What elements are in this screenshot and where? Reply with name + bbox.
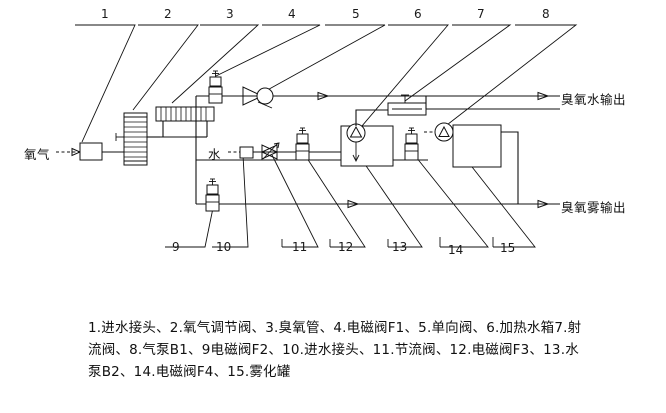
callout-number-12: 12 — [338, 240, 354, 254]
label-ozone-water-output: 臭氧水输出 — [561, 92, 627, 107]
component-9-solenoid-valve-f2 — [205, 178, 220, 212]
callout-number-11: 11 — [292, 240, 308, 254]
component-11-throttle-valve — [260, 142, 280, 160]
callout-number-10: 10 — [216, 240, 232, 254]
callout-number-4: 4 — [288, 7, 296, 21]
label-oxygen-inlet: 氧气 — [24, 147, 51, 162]
label-water-inlet: 水 — [208, 147, 222, 162]
component-1-inlet-fitting — [79, 142, 125, 161]
callout-number-2: 2 — [164, 7, 172, 21]
schematic-drawing — [56, 24, 578, 248]
component-5-check-valve — [242, 86, 274, 109]
component-3-ozone-tube — [155, 106, 215, 138]
component-6-heating-water-tank — [196, 109, 428, 167]
component-2-oxygen-regulating-valve — [115, 112, 160, 166]
callout-number-3: 3 — [226, 7, 234, 21]
component-12-solenoid-valve-f3 — [295, 127, 310, 161]
ozone-mist-pipe — [196, 199, 560, 209]
callout-leaders-top — [75, 24, 578, 143]
component-10-water-inlet-fitting — [239, 146, 254, 159]
callout-number-6: 6 — [414, 7, 422, 21]
component-14-solenoid-valve-f4 — [404, 127, 419, 161]
figure-caption: 1.进水接头、2.氧气调节阀、3.臭氧管、4.电磁阀F1、5.单向阀、6.加热水… — [88, 320, 582, 380]
ozone-water-pipe — [196, 91, 560, 101]
callout-number-5: 5 — [352, 7, 360, 21]
callout-number-15: 15 — [500, 241, 516, 255]
callout-leaders-bottom — [165, 151, 536, 248]
label-ozone-mist-output: 臭氧雾输出 — [561, 200, 627, 215]
oxygen-inlet-line — [56, 147, 82, 157]
component-4-solenoid-valve-f1 — [208, 70, 223, 104]
component-15-atomizing-tank — [452, 124, 519, 204]
callout-number-13: 13 — [392, 240, 408, 254]
component-7-jet-valve — [387, 94, 560, 116]
callout-number-7: 7 — [477, 7, 485, 21]
callout-number-1: 1 — [101, 7, 109, 21]
callout-number-9: 9 — [172, 240, 180, 254]
callout-number-14: 14 — [448, 243, 464, 257]
callout-number-8: 8 — [542, 7, 550, 21]
